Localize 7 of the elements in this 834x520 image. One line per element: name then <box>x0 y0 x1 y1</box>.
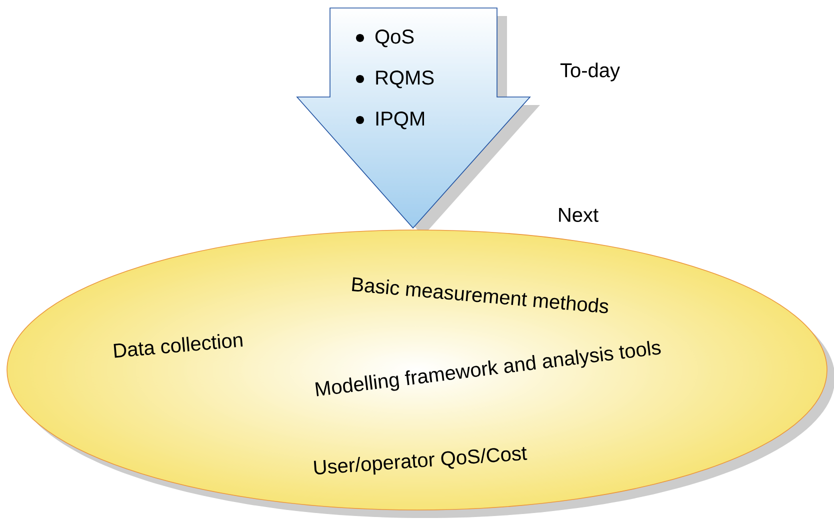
ellipse-region <box>6 230 834 518</box>
region-text: Modelling framework and analysis tools <box>315 340 661 396</box>
region-text: Basic measurement methods <box>352 277 608 314</box>
stage-label: To-day <box>560 62 620 82</box>
region-text: Data collection <box>114 334 243 358</box>
region-text: User/operator QoS/Cost <box>314 446 528 475</box>
stage-label: Next <box>559 208 598 222</box>
